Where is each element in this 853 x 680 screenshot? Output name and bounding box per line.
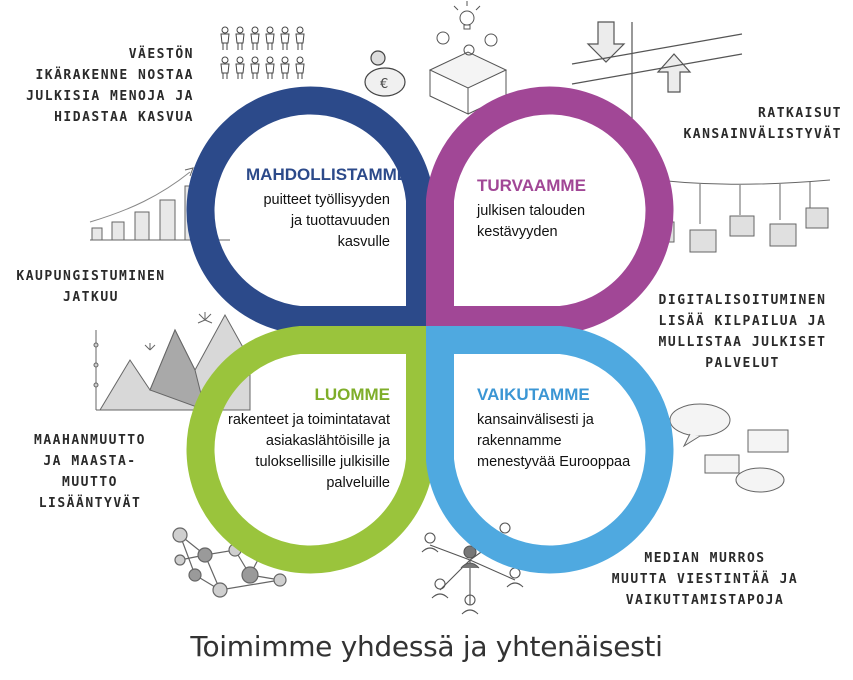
petal-line: kestävyyden [477, 224, 558, 240]
trend-line: PALVELUT [705, 356, 780, 371]
trend-line: JA MAASTA- [43, 454, 137, 469]
petal-line: puitteet työllisyyden [263, 192, 390, 208]
petal-text-top-left: puitteet työllisyyden ja tuottavuuden ka… [240, 190, 390, 253]
petal-line: rakenteet ja toimintatavat [227, 412, 390, 428]
petal-title-bottom-left: LUOMME [314, 385, 390, 404]
petal-bottom-left [186, 326, 434, 574]
trend-line: LISÄÄNTYVÄT [38, 496, 142, 511]
trend-text-solutions: RATKAISUT KANSAINVÄLISTYVÄT [620, 103, 842, 145]
petal-top-left [186, 86, 434, 334]
slogan: Toimimme yhdessä ja yhtenäisesti [190, 630, 663, 663]
petal-line: kansainvälisesti ja [477, 412, 594, 428]
petal-text-bottom-right: kansainvälisesti ja rakennamme menestyvä… [477, 410, 647, 473]
speech-bubbles-icon [669, 403, 789, 493]
petal-line: julkisen talouden [477, 203, 586, 219]
petal-bottom-right [426, 326, 674, 574]
clover-diagram [186, 86, 674, 574]
petal-top-right [426, 86, 674, 334]
trend-line: VAIKUTTAMISTAPOJA [625, 593, 785, 608]
trend-line: KAUPUNGISTUMINEN [16, 269, 166, 284]
petal-title-bottom-right: VAIKUTAMME [477, 385, 590, 404]
petal-text-bottom-left: rakenteet ja toimintatavat asiakaslähtöi… [215, 410, 390, 494]
trend-line: HIDASTAA KASVUA [54, 110, 194, 125]
petal-title-top-left: MAHDOLLISTAMME [246, 165, 409, 184]
people-icon [220, 26, 305, 79]
petal-line: menestyvää Eurooppaa [477, 454, 631, 470]
trend-text-ageing: VÄESTÖN IKÄRAKENNE NOSTAA JULKISIA MENOJ… [10, 44, 194, 128]
trend-line: MULLISTAA JULKISET [658, 335, 827, 350]
trend-text-urbanisation: KAUPUNGISTUMINEN JATKUU [6, 266, 176, 308]
trend-line: MUUTTO [62, 475, 118, 490]
trend-line: RATKAISUT [758, 106, 842, 121]
petal-title-top-right: TURVAAMME [477, 176, 586, 195]
trend-line: JATKUU [63, 290, 119, 305]
trend-text-media: MEDIAN MURROS MUUTTA VIESTINTÄÄ JA VAIKU… [600, 548, 810, 611]
trend-text-digitalisation: DIGITALISOITUMINEN LISÄÄ KILPAILUA JA MU… [640, 290, 845, 374]
trend-line: MEDIAN MURROS [644, 551, 766, 566]
petal-line: kasvulle [337, 234, 390, 250]
trend-line: MAAHANMUUTTO [34, 433, 146, 448]
arrows-icon [571, 21, 743, 132]
trend-text-migration: MAAHANMUUTTO JA MAASTA- MUUTTO LISÄÄNTYV… [20, 430, 160, 514]
petal-line: tuloksellisille julkisille [255, 454, 390, 470]
svg-text:€: € [380, 77, 388, 92]
petal-line: ja tuottavuuden [290, 213, 390, 229]
piggy-bank-icon: € [364, 50, 406, 97]
petal-line: asiakaslähtöisille ja [265, 433, 390, 449]
trend-line: KANSAINVÄLISTYVÄT [683, 127, 842, 142]
trend-line: DIGITALISOITUMINEN [658, 293, 827, 308]
lightbulb-box-icon [428, 1, 508, 115]
petal-line: palveluille [326, 475, 390, 491]
trend-line: JULKISIA MENOJA JA [26, 89, 194, 104]
petal-text-top-right: julkisen talouden kestävyyden [477, 201, 627, 243]
trend-line: MUUTTA VIESTINTÄÄ JA [611, 572, 799, 587]
trend-line: IKÄRAKENNE NOSTAA [35, 68, 194, 83]
trend-line: LISÄÄ KILPAILUA JA [658, 314, 827, 329]
petal-line: rakennamme [477, 433, 562, 449]
trend-line: VÄESTÖN [128, 47, 194, 62]
